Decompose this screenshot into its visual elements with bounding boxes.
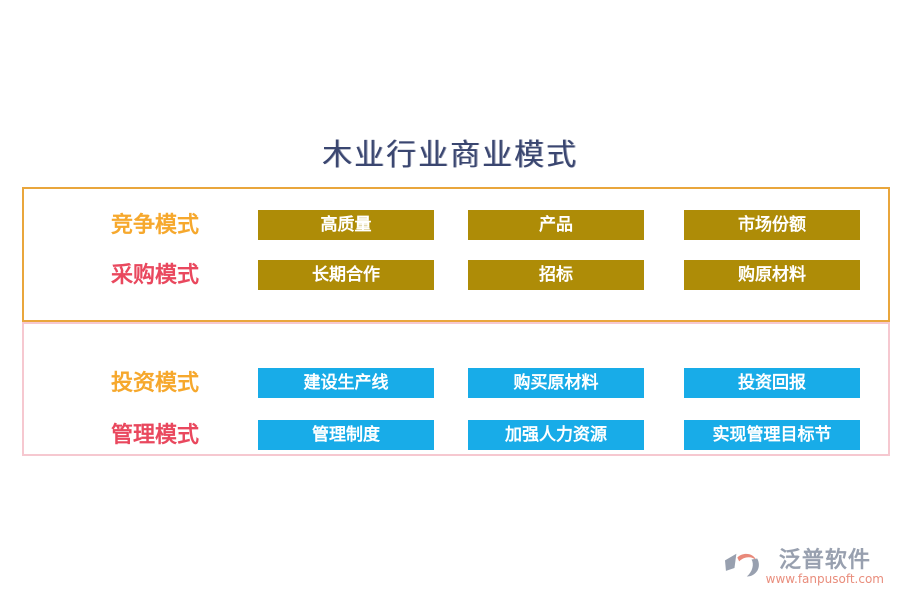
btn-product[interactable]: 产品 <box>468 210 644 240</box>
btn-achieve-management-goals[interactable]: 实现管理目标节 <box>684 420 860 450</box>
btn-strengthen-human-resources[interactable]: 加强人力资源 <box>468 420 644 450</box>
btn-bidding[interactable]: 招标 <box>468 260 644 290</box>
label-competition-mode: 竞争模式 <box>110 212 199 238</box>
brand-name: 泛普软件 <box>778 547 871 573</box>
brand-website: www.fanpusoft.com <box>765 572 884 586</box>
fanpu-watermark: 泛普软件 www.fanpusoft.com <box>724 548 884 586</box>
btn-market-share[interactable]: 市场份额 <box>684 210 860 240</box>
btn-long-term-cooperation[interactable]: 长期合作 <box>258 260 434 290</box>
btn-management-system[interactable]: 管理制度 <box>258 420 434 450</box>
btn-build-production-line[interactable]: 建设生产线 <box>258 368 434 398</box>
btn-investment-return[interactable]: 投资回报 <box>684 368 860 398</box>
btn-purchase-raw-materials[interactable]: 购原材料 <box>684 260 860 290</box>
section-competition-procurement <box>22 187 890 322</box>
btn-buy-raw-materials[interactable]: 购买原材料 <box>468 368 644 398</box>
btn-high-quality[interactable]: 高质量 <box>258 210 434 240</box>
fanpu-logo-icon <box>724 553 759 577</box>
label-procurement-mode: 采购模式 <box>110 262 199 288</box>
label-investment-mode: 投资模式 <box>110 370 199 396</box>
label-management-mode: 管理模式 <box>110 422 199 448</box>
page-title: 木业行业商业模式 <box>322 138 578 173</box>
